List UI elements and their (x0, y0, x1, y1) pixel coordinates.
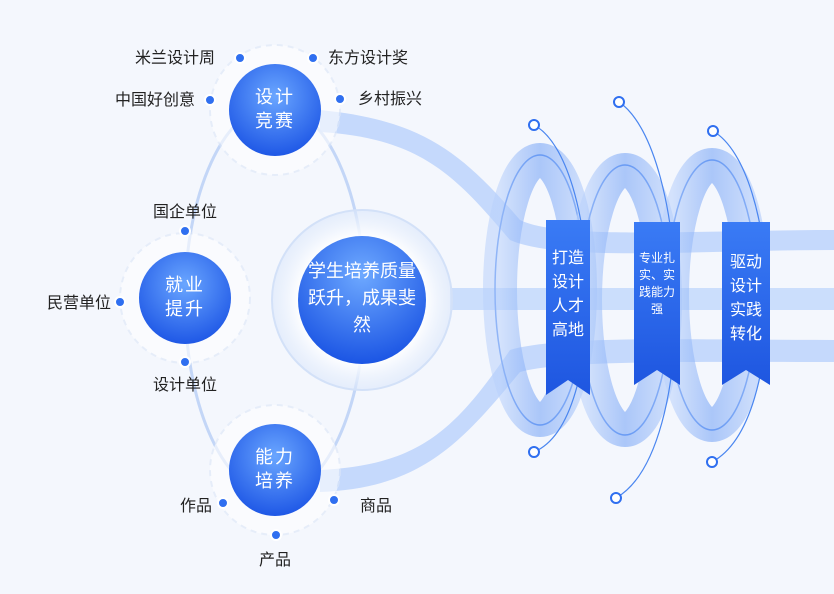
employment-line2: 提升 (165, 299, 205, 320)
orbit-dot (610, 492, 622, 504)
label-dot (234, 52, 246, 64)
employment-circle (139, 252, 231, 344)
label-dot (179, 356, 191, 368)
label-oriental-design-award: 东方设计奖 (328, 48, 409, 67)
employment-line1: 就业 (165, 275, 205, 296)
outcome-banner-3: 驱动设计实践转化 (729, 252, 762, 343)
ability-line1: 能力 (255, 447, 295, 468)
label-china-good-idea: 中国好创意 (115, 90, 196, 109)
label-rural-revitalization: 乡村振兴 (358, 89, 423, 108)
label-state-enterprise: 国企单位 (153, 202, 218, 221)
outcome-banner-2: 专业扎实、实践能力强 (638, 251, 675, 316)
label-private-enterprise: 民营单位 (47, 293, 112, 312)
competition-line1: 设计 (255, 87, 295, 108)
center-circle (298, 236, 426, 364)
ability-line2: 培养 (255, 471, 295, 492)
label-dot (179, 225, 191, 237)
label-design-unit: 设计单位 (153, 375, 218, 394)
ability-circle (229, 424, 321, 516)
outcome-banner-2-shape (634, 222, 680, 385)
label-milan-design-week: 米兰设计周 (135, 48, 216, 67)
flow-band-top (320, 110, 834, 254)
ability-node: 能力 培养 (245, 446, 305, 494)
competition-line2: 竞赛 (255, 111, 295, 132)
flow-band-bottom (320, 339, 834, 492)
orbit-dot (528, 119, 540, 131)
outcome-banner-3-shape (722, 222, 770, 385)
competition-node: 设计 竞赛 (245, 86, 305, 134)
orbit-dot (528, 446, 540, 458)
competition-circle (229, 64, 321, 156)
label-products: 产品 (259, 550, 292, 569)
label-dot (204, 94, 216, 106)
orbit-dot (707, 125, 719, 137)
label-dot (328, 494, 340, 506)
orbit-dot (613, 96, 625, 108)
label-goods: 商品 (360, 496, 393, 515)
center-text: 学生培养质量跃升，成果斐然 (308, 261, 416, 336)
label-dot (114, 296, 126, 308)
employment-node: 就业 提升 (155, 274, 215, 322)
orbit-dot (706, 456, 718, 468)
outcome-banner-1-shape (546, 220, 590, 395)
outcome-banner-1: 打造设计人才高地 (551, 248, 584, 339)
label-works: 作品 (180, 496, 213, 515)
label-dot (334, 93, 346, 105)
label-dot (270, 529, 282, 541)
label-dot (307, 52, 319, 64)
label-dot (217, 497, 229, 509)
